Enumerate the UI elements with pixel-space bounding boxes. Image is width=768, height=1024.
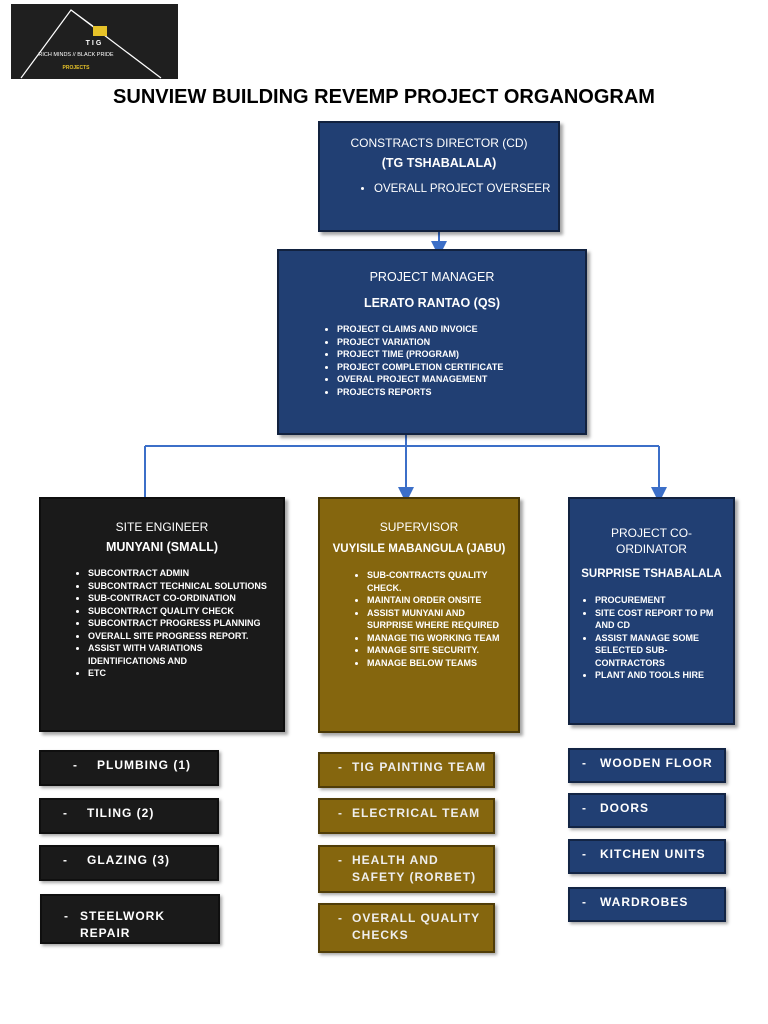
team-electrical: - ELECTRICAL TEAM (318, 798, 495, 834)
team-tiling: - TILING (2) (39, 798, 219, 834)
duty-item: ASSIST MUNYANI AND SURPRISE WHERE REQUIR… (367, 607, 510, 632)
director-duties: OVERALL PROJECT OVERSEER (320, 183, 558, 196)
duty-item: PLANT AND TOOLS HIRE (595, 669, 725, 682)
duty-item: SUB-CONTRACT CO-ORDINATION (88, 592, 275, 605)
duty-item: PROJECT COMPLETION CERTIFICATE (337, 361, 585, 374)
logo-roof-icon (20, 9, 162, 79)
team-glazing: - GLAZING (3) (39, 845, 219, 881)
manager-name: LERATO RANTAO (QS) (363, 296, 501, 310)
supervisor-box: SUPERVISOR VUYISILE MABANGULA (JABU) SUB… (318, 497, 520, 733)
duty-item: PROJECTS REPORTS (337, 386, 585, 399)
duty-item: ASSIST WITH VARIATIONS IDENTIFICATIONS A… (88, 642, 275, 667)
team-doors: - DOORS (568, 793, 726, 828)
team-label: PLUMBING (1) (97, 758, 191, 772)
supervisor-name: VUYISILE MABANGULA (JABU) (332, 543, 506, 555)
logo-letters: TIG (85, 40, 104, 47)
team-steelwork: - STEELWORK REPAIR (40, 894, 220, 944)
duty-item: PROJECT TIME (PROGRAM) (337, 348, 585, 361)
duty-item: OVERAL PROJECT MANAGEMENT (337, 373, 585, 386)
duty-item: MAINTAIN ORDER ONSITE (367, 594, 510, 607)
coordinator-role: PROJECT CO-ORDINATOR (610, 526, 693, 556)
team-label: WOODEN FLOOR (600, 756, 713, 770)
team-plumbing: - PLUMBING (1) (39, 750, 219, 786)
team-painting: - TIG PAINTING TEAM (318, 752, 495, 788)
director-name: (TG TSHABALALA) (381, 156, 497, 170)
logo-sub: PROJECTS (62, 65, 90, 71)
duty-item: MANAGE TIG WORKING TEAM (367, 632, 510, 645)
dash-marker: - (338, 853, 343, 867)
dash-marker: - (338, 806, 343, 820)
logo-tagline: RICH MINDS // BLACK PRIDE (38, 52, 114, 58)
dash-marker: - (73, 758, 78, 772)
team-label: STEELWORK REPAIR (80, 909, 166, 940)
site-engineer-duties: SUBCONTRACT ADMIN SUBCONTRACT TECHNICAL … (41, 567, 283, 680)
team-label: TIG PAINTING TEAM (352, 760, 487, 774)
site-engineer-role: SITE ENGINEER (115, 520, 209, 534)
duty-item: OVERALL PROJECT OVERSEER (374, 183, 558, 196)
duty-item: SITE COST REPORT TO PM AND CD (595, 607, 725, 632)
page-title: SUNVIEW BUILDING REVEMP PROJECT ORGANOGR… (113, 86, 655, 108)
duty-item: ETC (88, 667, 275, 680)
dash-marker: - (582, 756, 587, 770)
duty-item: SUBCONTRACT TECHNICAL SOLUTIONS (88, 580, 275, 593)
manager-box: PROJECT MANAGER LERATO RANTAO (QS) PROJE… (277, 249, 587, 435)
dash-marker: - (582, 801, 587, 815)
team-quality-checks: - OVERALL QUALITY CHECKS (318, 903, 495, 953)
duty-item: MANAGE SITE SECURITY. (367, 644, 510, 657)
team-label: TILING (2) (87, 806, 155, 820)
coordinator-name: SURPRISE TSHABALALA (581, 568, 722, 580)
director-box: CONSTRACTS DIRECTOR (CD) (TG TSHABALALA)… (318, 121, 560, 232)
duty-item: SUBCONTRACT ADMIN (88, 567, 275, 580)
coordinator-duties: PROCUREMENT SITE COST REPORT TO PM AND C… (570, 594, 733, 682)
duty-item: PROJECT VARIATION (337, 336, 585, 349)
team-wooden-floor: - WOODEN FLOOR (568, 748, 726, 783)
duty-item: PROCUREMENT (595, 594, 725, 607)
team-wardrobes: - WARDROBES (568, 887, 726, 922)
team-kitchen-units: - KITCHEN UNITS (568, 839, 726, 874)
team-label: DOORS (600, 801, 650, 815)
team-label: HEALTH AND SAFETY (RORBET) (352, 853, 477, 884)
supervisor-role: SUPERVISOR (379, 520, 459, 534)
team-label: OVERALL QUALITY CHECKS (352, 911, 480, 942)
dash-marker: - (63, 806, 68, 820)
duty-item: ASSIST MANAGE SOME SELECTED SUB-CONTRACT… (595, 632, 725, 670)
duty-item: SUBCONTRACT QUALITY CHECK (88, 605, 275, 618)
manager-duties: PROJECT CLAIMS AND INVOICE PROJECT VARIA… (279, 323, 585, 398)
dash-marker: - (338, 911, 343, 925)
duty-item: SUBCONTRACT PROGRESS PLANNING (88, 617, 275, 630)
duty-item: PROJECT CLAIMS AND INVOICE (337, 323, 585, 336)
site-engineer-name: MUNYANI (SMALL) (105, 540, 219, 554)
duty-item: OVERALL SITE PROGRESS REPORT. (88, 630, 275, 643)
team-label: ELECTRICAL TEAM (352, 806, 481, 820)
supervisor-duties: SUB-CONTRACTS QUALITY CHECK. MAINTAIN OR… (320, 569, 518, 669)
team-label: KITCHEN UNITS (600, 847, 706, 861)
dash-marker: - (64, 909, 69, 923)
manager-role: PROJECT MANAGER (369, 270, 495, 284)
site-engineer-box: SITE ENGINEER MUNYANI (SMALL) SUBCONTRAC… (39, 497, 285, 732)
dash-marker: - (63, 853, 68, 867)
duty-item: SUB-CONTRACTS QUALITY CHECK. (367, 569, 510, 594)
dash-marker: - (582, 895, 587, 909)
coordinator-box: PROJECT CO-ORDINATOR SURPRISE TSHABALALA… (568, 497, 735, 725)
director-role: CONSTRACTS DIRECTOR (CD) (350, 136, 528, 150)
dash-marker: - (338, 760, 343, 774)
dash-marker: - (582, 847, 587, 861)
team-label: WARDROBES (600, 895, 689, 909)
team-label: GLAZING (3) (87, 853, 170, 867)
duty-item: MANAGE BELOW TEAMS (367, 657, 510, 670)
team-health-safety: - HEALTH AND SAFETY (RORBET) (318, 845, 495, 893)
company-logo: TIG RICH MINDS // BLACK PRIDE PROJECTS (11, 4, 178, 79)
